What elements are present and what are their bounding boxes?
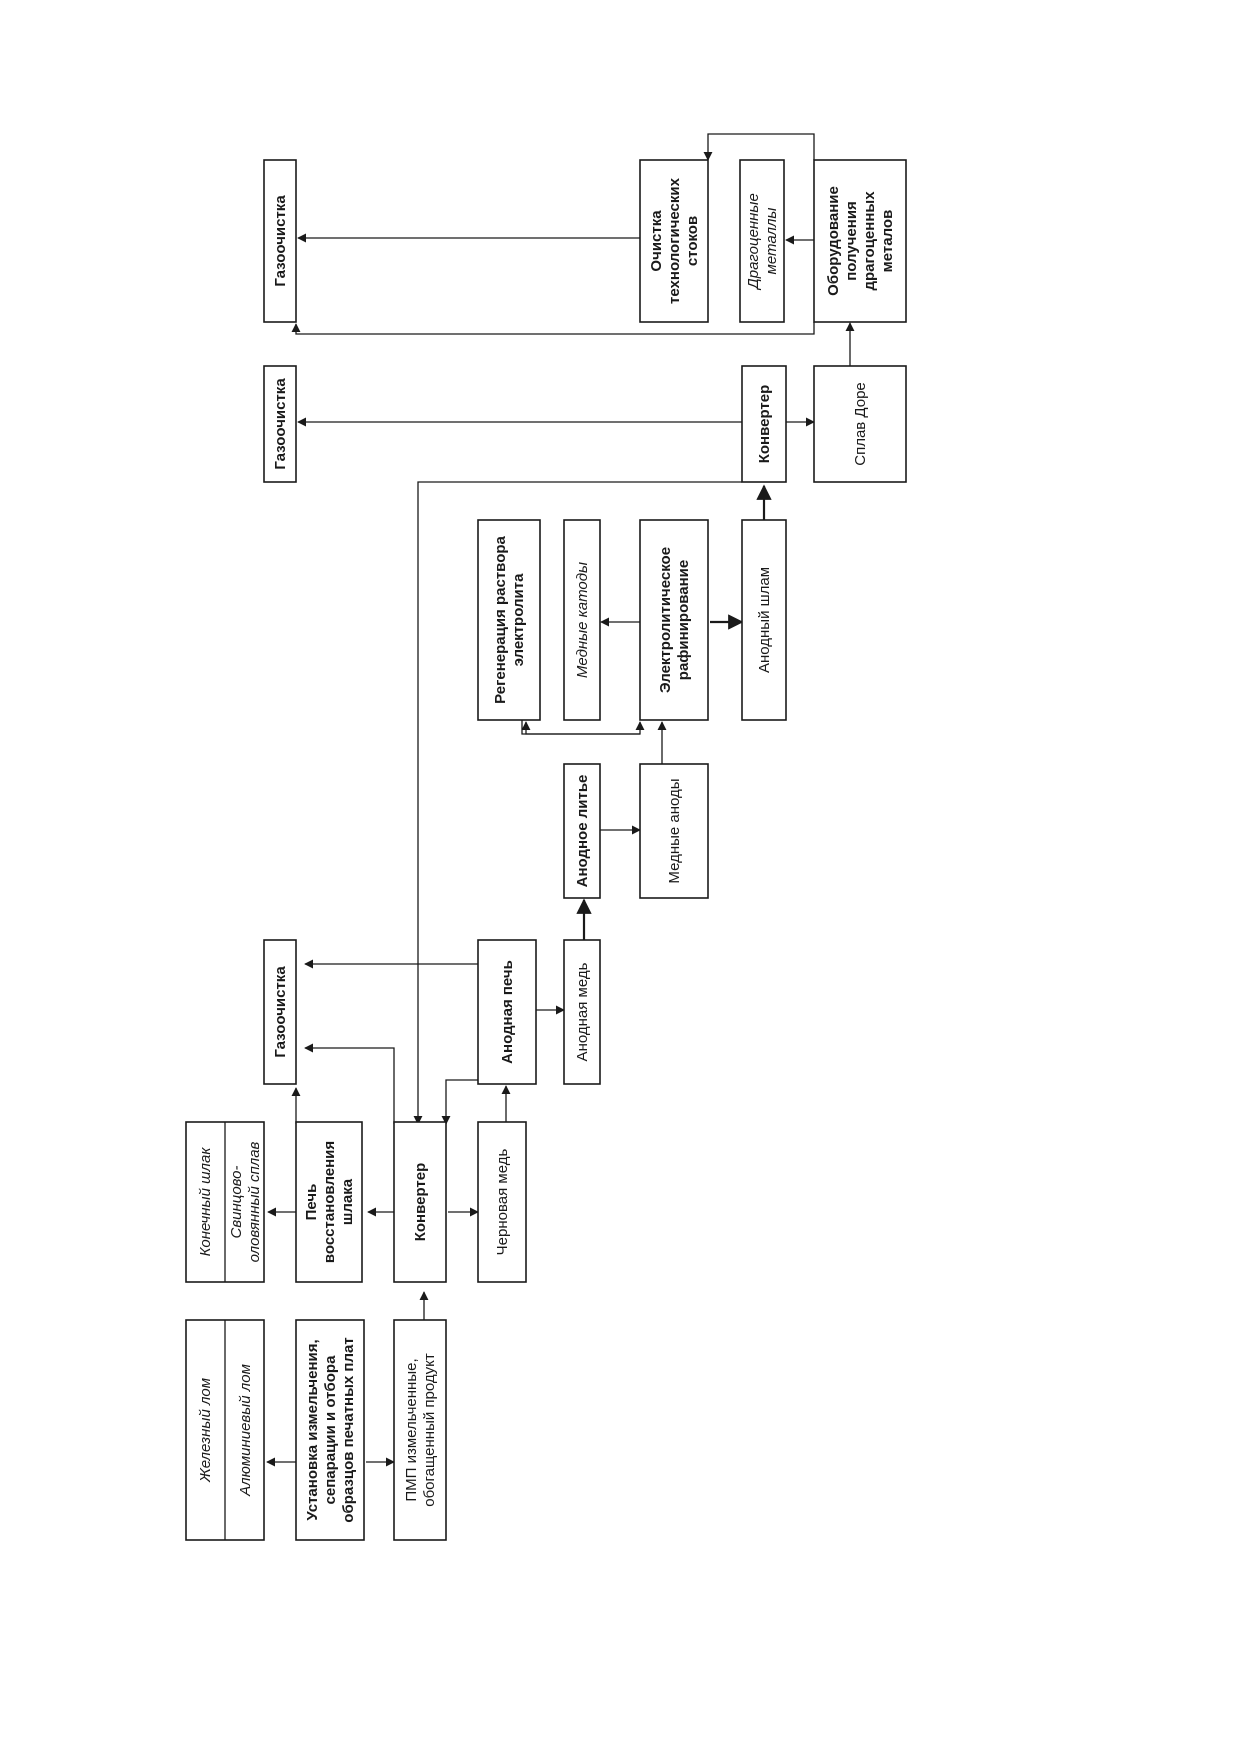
blister-copper-box (477, 1121, 527, 1283)
blister-copper-label: Черновая медь (494, 1149, 511, 1256)
shredder-line-2: образцов печатных плат (340, 1337, 357, 1522)
anode-furnace-label: Анодная печь (499, 960, 516, 1064)
anode-slime-line-0: Анодный шлам (756, 567, 773, 673)
arrow-equipment-to-wastewater (703, 133, 815, 161)
arrow-regen-loop-1 (521, 720, 645, 735)
arrow-equipment-to-gas (291, 322, 815, 335)
wastewater-label: Очисткатехнологическихстоков (648, 177, 701, 304)
gas-cleaning-2-label: Газоочистка (272, 378, 289, 470)
precious-metals-label: Драгоценныеметаллы (745, 193, 780, 291)
shredder-box (295, 1319, 365, 1541)
shredder-line-1: сепарации и отбора (322, 1355, 339, 1505)
pcb-product-line-1: обогащенный продукт (421, 1353, 438, 1507)
dore-alloy-line-0: Сплав Доре (852, 382, 869, 466)
pm-equipment-line-0: Оборудование (825, 186, 842, 296)
pcb-product-box (393, 1319, 447, 1541)
scrap-iron-line-0: Железный лом (197, 1378, 214, 1483)
pm-equipment-line-1: получения (843, 201, 860, 281)
shredder-label: Установка измельчения,сепарации и отбора… (304, 1337, 357, 1522)
connectors (266, 133, 855, 1467)
electrorefining-label: Электролитическоерафинирование (657, 547, 692, 693)
copper-cathodes-label: Медные катоды (574, 562, 591, 678)
scrap-al-line-0: Алюминиевый лом (237, 1364, 254, 1497)
arrow-converter-2-to-converter-1 (413, 481, 742, 1125)
slag-furnace-line-0: Печь (303, 1184, 320, 1221)
anode-casting-label: Анодное литье (574, 775, 591, 888)
pm-equipment-label: Оборудованиеполучениядрагоценныхметалов (825, 186, 896, 296)
electrolyte-regen-line-1: электролита (510, 573, 527, 666)
wastewater-line-1: технологических (666, 177, 683, 304)
gas-cleaning-2-line-0: Газоочистка (272, 378, 289, 470)
electrolyte-regen-line-0: Регенерация раствора (492, 535, 509, 703)
precious-metals-box (739, 159, 785, 323)
arrow-anode-furnace-to-converter (441, 1079, 478, 1125)
wastewater-line-0: Очистка (648, 210, 665, 272)
anode-casting-box (563, 763, 601, 899)
anode-furnace-line-0: Анодная печь (499, 960, 516, 1064)
converter-1-line-0: Конвертер (412, 1163, 429, 1242)
anode-casting-line-0: Анодное литье (574, 775, 591, 888)
gas-cleaning-1-line-0: Газоочистка (272, 966, 289, 1058)
copper-anodes-box (639, 763, 709, 899)
pm-equipment-line-3: металов (879, 210, 896, 273)
process-labels: Железный лом Алюминиевый лом Установка изм… (197, 177, 896, 1522)
shredder-line-0: Установка измельчения, (304, 1339, 321, 1520)
precious-metals-line-1: металлы (763, 208, 780, 275)
converter-1-label: Конвертер (412, 1163, 429, 1242)
wastewater-line-2: стоков (684, 216, 701, 266)
electrorefining-line-1: рафинирование (675, 560, 692, 680)
gas-cleaning-3-line-0: Газоочистка (272, 195, 289, 287)
anode-slime-label: Анодный шлам (756, 567, 773, 673)
anode-furnace-box (477, 939, 537, 1085)
anode-copper-label: Анодная медь (574, 962, 591, 1061)
final-slag-label: Конечный шлак (197, 1147, 214, 1257)
anode-copper-box (563, 939, 601, 1085)
converter-2-box (741, 365, 787, 483)
copper-cathodes-line-0: Медные катоды (574, 562, 591, 678)
blister-copper-line-0: Черновая медь (494, 1149, 511, 1256)
converter-2-label: Конвертер (756, 385, 773, 464)
scrap-al-label: Алюминиевый лом (237, 1364, 254, 1497)
precious-metals-line-0: Драгоценные (745, 193, 762, 291)
gas-cleaning-3-box (263, 159, 297, 323)
final-slag-line-0: Конечный шлак (197, 1147, 214, 1257)
slag-furnace-label: Печьвосстановленияшлака (303, 1141, 356, 1263)
pm-equipment-line-2: драгоценных (861, 191, 878, 291)
anode-slime-box (741, 519, 787, 721)
dore-alloy-label: Сплав Доре (852, 382, 869, 466)
gas-cleaning-1-box (263, 939, 297, 1085)
pcb-product-label: ПМП измельченные,обогащенный продукт (403, 1353, 438, 1507)
slag-furnace-line-2: шлака (339, 1178, 356, 1225)
gas-cleaning-3-label: Газоочистка (272, 195, 289, 287)
arrow-converter-to-gas (304, 1043, 395, 1124)
converter-1-box (393, 1121, 447, 1283)
copper-anodes-label: Медные аноды (666, 778, 683, 883)
pcb-product-line-0: ПМП измельченные, (403, 1358, 420, 1501)
pm-equipment-box (813, 159, 907, 323)
gas-cleaning-1-label: Газоочистка (272, 966, 289, 1058)
electrorefining-box (639, 519, 709, 721)
electrorefining-line-0: Электролитическое (657, 547, 674, 693)
electrolyte-regen-label: Регенерация раствораэлектролита (492, 535, 527, 703)
pb-sn-alloy-line-1: оловянный сплав (246, 1141, 263, 1262)
wastewater-box (639, 159, 709, 323)
pb-sn-alloy-line-0: Свинцово- (228, 1165, 245, 1238)
arrow-regen-loop-2 (521, 721, 640, 735)
gas-cleaning-2-box (263, 365, 297, 483)
dore-alloy-box (813, 365, 907, 483)
copper-cathodes-box (563, 519, 601, 721)
pb-sn-alloy-label: Свинцово-оловянный сплав (228, 1141, 263, 1262)
slag-furnace-box (295, 1121, 363, 1283)
copper-anodes-line-0: Медные аноды (666, 778, 683, 883)
process-boxes (185, 159, 907, 1541)
converter-2-line-0: Конвертер (756, 385, 773, 464)
electrolyte-regen-box (477, 519, 541, 721)
anode-copper-line-0: Анодная медь (574, 962, 591, 1061)
scrap-iron-label: Железный лом (197, 1378, 214, 1483)
slag-furnace-line-1: восстановления (321, 1141, 338, 1263)
